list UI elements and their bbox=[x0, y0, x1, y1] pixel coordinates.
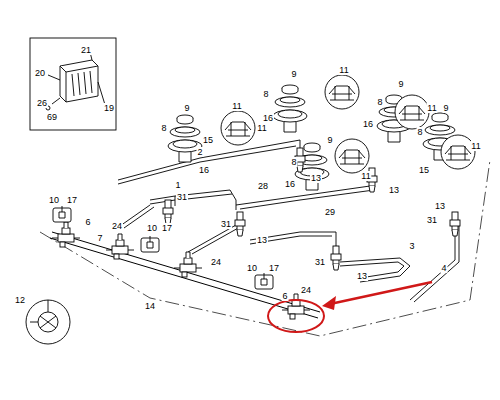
callout-number: 13 bbox=[388, 185, 400, 195]
callout-number: 9 bbox=[183, 103, 190, 113]
callout-number: 31 bbox=[220, 219, 232, 229]
callout-number: 16 bbox=[284, 179, 296, 189]
callout-number: 16 bbox=[362, 119, 374, 129]
callout-number: 4 bbox=[440, 263, 447, 273]
callout-number: 6 bbox=[281, 291, 288, 301]
callout-number: 13 bbox=[434, 201, 446, 211]
callout-number: 31 bbox=[314, 257, 326, 267]
callout-number: 17 bbox=[268, 263, 280, 273]
callout-number: 7 bbox=[96, 233, 103, 243]
callout-number: 16 bbox=[198, 165, 210, 175]
callout-number: 15 bbox=[418, 165, 430, 175]
callout-number: 13 bbox=[310, 173, 322, 183]
callout-number: 20 bbox=[34, 68, 46, 78]
callout-number: 31 bbox=[426, 215, 438, 225]
callout-number: 13 bbox=[356, 271, 368, 281]
callout-number: 24 bbox=[300, 285, 312, 295]
callout-number: 11 bbox=[360, 171, 371, 181]
callout-number: 13 bbox=[256, 235, 268, 245]
callout-number: 10 bbox=[48, 195, 60, 205]
callout-number: 21 bbox=[80, 45, 92, 55]
callout-number: 29 bbox=[324, 207, 336, 217]
callout-number: 2 bbox=[196, 147, 203, 157]
callout-number: 9 bbox=[397, 79, 404, 89]
callout-number: 11 bbox=[338, 65, 349, 75]
callout-number: 11 bbox=[426, 103, 437, 113]
callout-number: 9 bbox=[290, 69, 297, 79]
callout-number: 17 bbox=[161, 223, 173, 233]
callout-number: 19 bbox=[103, 103, 115, 113]
callout-number: 17 bbox=[66, 195, 78, 205]
callout-number: 6 bbox=[84, 217, 91, 227]
callout-number: 1 bbox=[174, 180, 181, 190]
callout-number: 3 bbox=[408, 241, 415, 251]
callout-number: 26 bbox=[36, 98, 48, 108]
callout-number: 16 bbox=[262, 113, 274, 123]
callout-number: 11 bbox=[231, 101, 242, 111]
callout-number: 69 bbox=[46, 112, 58, 122]
callout-number: 10 bbox=[146, 223, 158, 233]
callout-number: 11 bbox=[470, 141, 481, 151]
callout-number: 8 bbox=[416, 127, 423, 137]
callout-number: 8 bbox=[262, 89, 269, 99]
callout-number: 28 bbox=[257, 181, 269, 191]
callout-number: 10 bbox=[246, 263, 258, 273]
callout-number: 11 bbox=[256, 123, 267, 133]
callout-number: 12 bbox=[14, 295, 26, 305]
callout-number: 24 bbox=[210, 257, 222, 267]
callout-number: 9 bbox=[442, 103, 449, 113]
callout-number: 8 bbox=[376, 97, 383, 107]
callout-number: 15 bbox=[202, 135, 214, 145]
callout-number: 8 bbox=[160, 123, 167, 133]
callout-number: 9 bbox=[326, 135, 333, 145]
callout-number: 8 bbox=[290, 157, 297, 167]
callout-number: 31 bbox=[176, 192, 188, 202]
callout-number: 24 bbox=[111, 221, 123, 231]
callout-number: 14 bbox=[144, 301, 156, 311]
